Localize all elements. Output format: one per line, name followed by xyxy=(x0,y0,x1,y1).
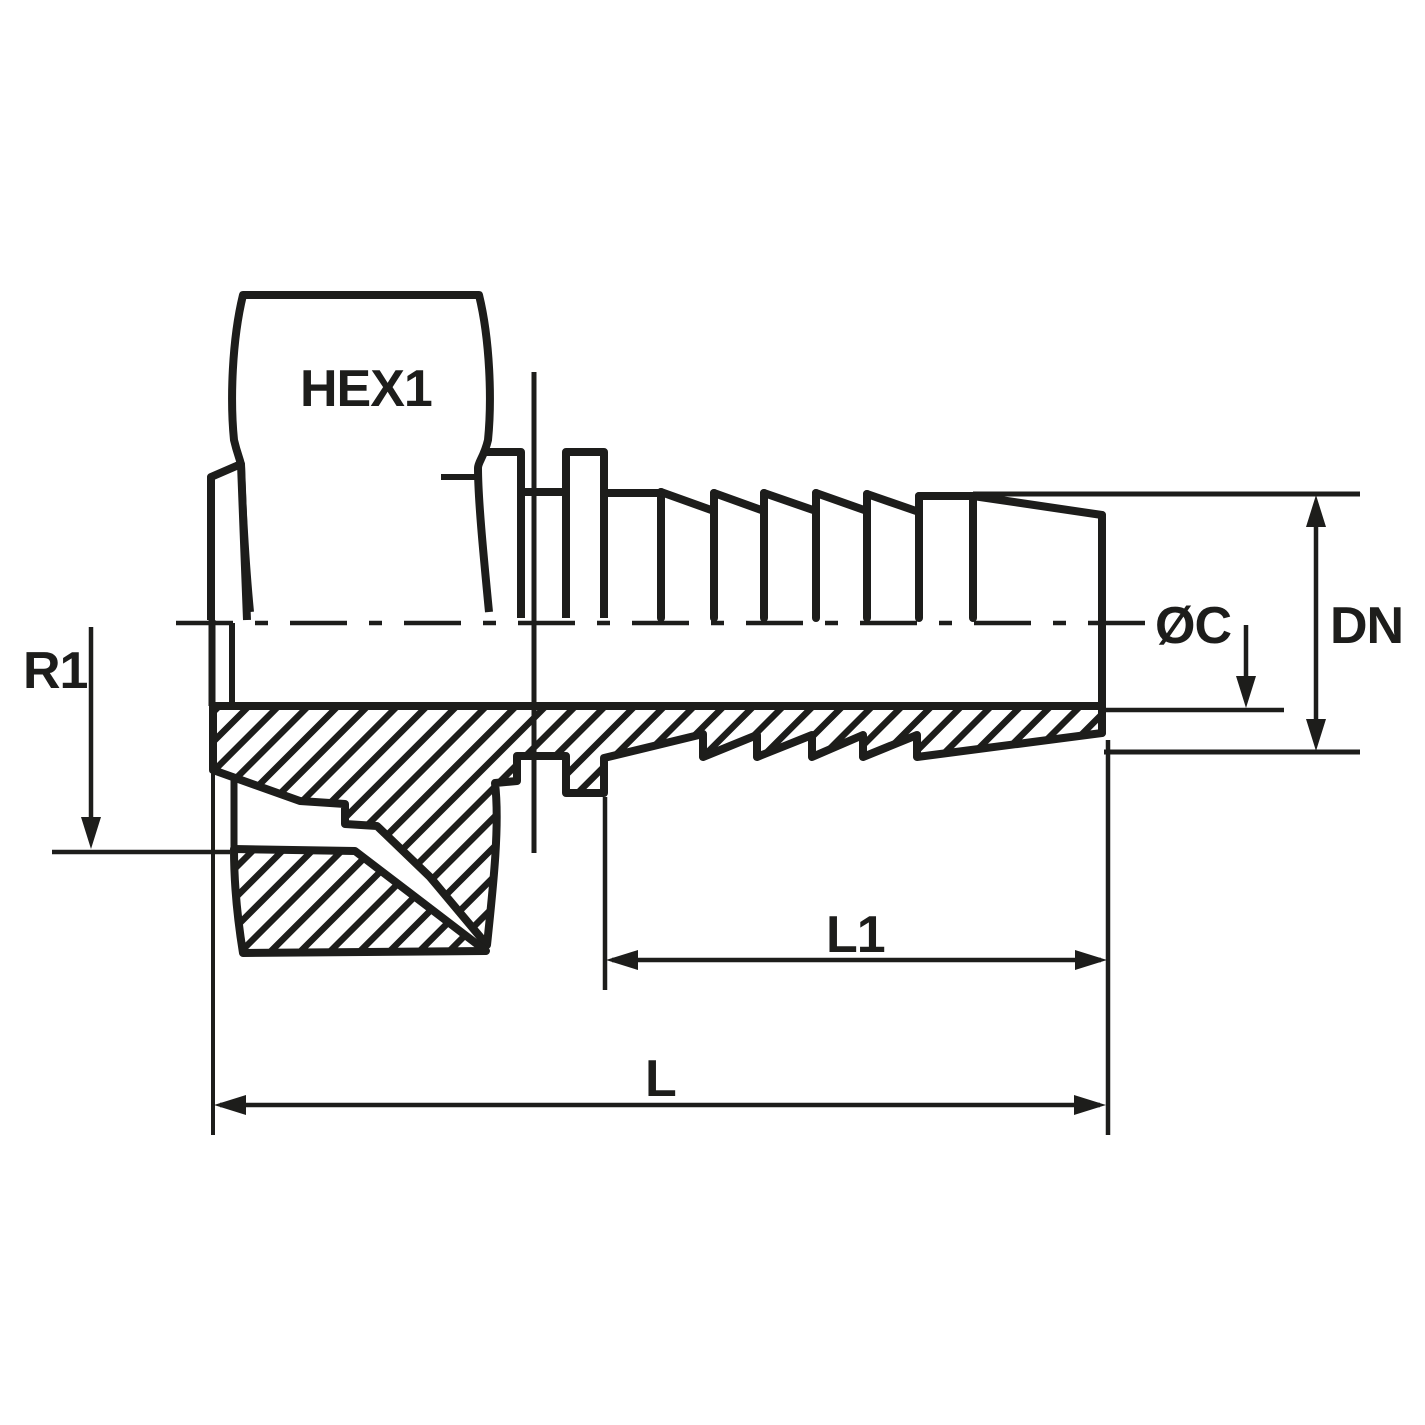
body-section-hatch xyxy=(209,702,1106,949)
hex-nut-outline xyxy=(228,291,494,613)
barb-slope-3 xyxy=(760,489,820,515)
r1-arrow-down xyxy=(81,817,101,849)
labels: HEX1 R1 ØC DN L1 L xyxy=(23,360,1404,1108)
barb-slope-2 xyxy=(710,489,768,515)
l-arrow-right xyxy=(1074,1095,1106,1115)
hose-barb-profile xyxy=(600,488,1106,737)
extension-lines xyxy=(52,491,1360,1135)
l1-arrow-right xyxy=(1075,950,1107,970)
dn-arrow-up xyxy=(1306,495,1326,527)
l1-label: L1 xyxy=(826,906,885,964)
section-cut-shapes xyxy=(209,702,1106,957)
oc-label: ØC xyxy=(1155,597,1231,655)
barb-slope-1 xyxy=(657,488,718,515)
dn-arrow-down xyxy=(1306,719,1326,751)
barb-slope-5 xyxy=(863,490,923,516)
oc-arrow-down xyxy=(1236,676,1256,708)
l-arrow-left xyxy=(214,1095,246,1115)
dn-label: DN xyxy=(1330,597,1403,655)
nut-section-hatch xyxy=(230,845,490,957)
r1-label: R1 xyxy=(23,642,88,700)
washer-outline xyxy=(207,460,251,621)
thread-crest-1 xyxy=(486,448,525,618)
thread-crest-2 xyxy=(562,448,608,618)
hex-nut xyxy=(207,291,494,706)
dimension-lines xyxy=(81,495,1326,1115)
thread-crests xyxy=(486,372,608,853)
l-label: L xyxy=(645,1050,676,1108)
barb-slope-4 xyxy=(812,489,871,515)
hex1-label: HEX1 xyxy=(300,360,432,418)
l1-arrow-left xyxy=(606,950,638,970)
tail-end-taper xyxy=(969,492,1106,519)
